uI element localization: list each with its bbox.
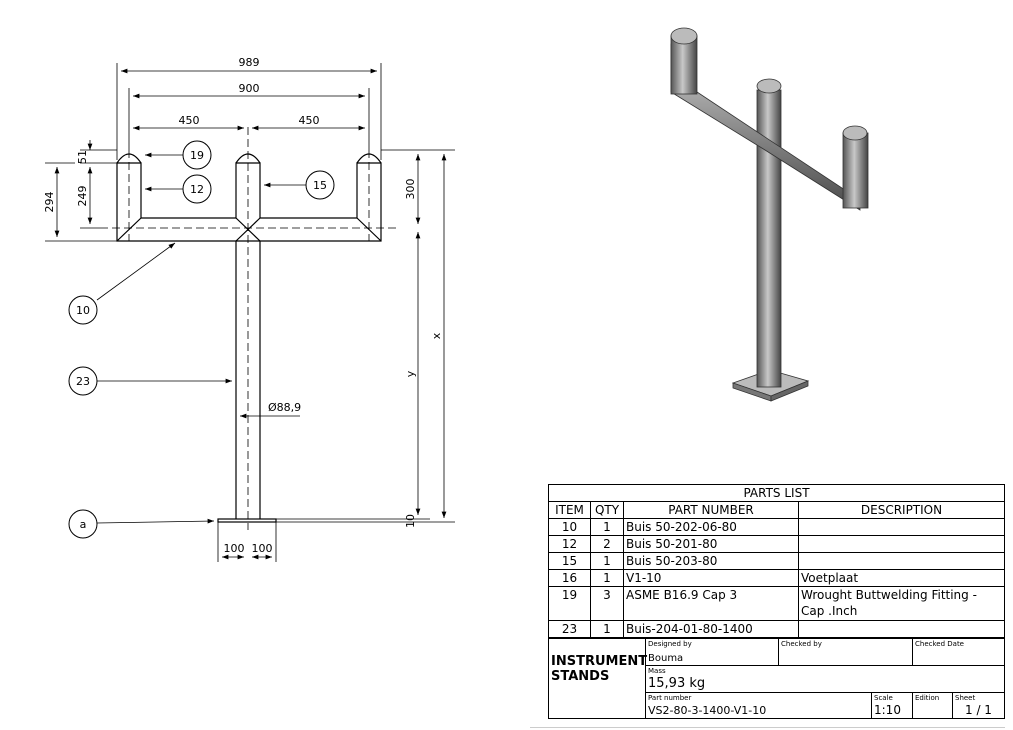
checked-by-label: Checked by (781, 640, 822, 648)
balloon-a: a (80, 518, 87, 531)
title-block: INSTRUMENT STANDS Designed by Bouma Check… (548, 638, 1005, 719)
dim-450-left: 450 (179, 114, 200, 127)
part-number: Buis-204-01-80-1400 (623, 620, 799, 638)
header-description: DESCRIPTION (798, 501, 1005, 519)
company-logo: INSTRUMENT STANDS (549, 639, 648, 720)
part-number: Buis 50-201-80 (623, 535, 799, 553)
qty: 1 (590, 552, 624, 570)
part-number-label: Part number (648, 694, 692, 702)
mass-label: Mass (648, 667, 666, 675)
divider (530, 727, 1005, 728)
dim-900: 900 (239, 82, 260, 95)
balloon-12: 12 (190, 183, 204, 196)
part-number: Buis 50-202-06-80 (623, 518, 799, 536)
structure-outline (116, 153, 382, 523)
qty: 1 (590, 518, 624, 536)
description (798, 518, 1005, 536)
dim-100-right: 100 (252, 542, 273, 555)
item: 19 (548, 586, 591, 621)
isometric-view (670, 27, 869, 402)
sheet-label: Sheet (955, 694, 976, 702)
dim-100-left: 100 (224, 542, 245, 555)
qty: 2 (590, 535, 624, 553)
balloon-19: 19 (190, 149, 204, 162)
dim-450-right: 450 (299, 114, 320, 127)
dim-294: 294 (43, 192, 56, 213)
checked-date-label: Checked Date (915, 640, 964, 648)
part-number: Buis 50-203-80 (623, 552, 799, 570)
scale-value: 1:10 (874, 703, 901, 717)
balloon-15: 15 (313, 179, 327, 192)
dim-989: 989 (239, 56, 260, 69)
sheet-value: 1 / 1 (965, 703, 992, 717)
item: 15 (548, 552, 591, 570)
part-number-value: VS2-80-3-1400-V1-10 (648, 704, 767, 717)
qty: 3 (590, 586, 624, 621)
dim-diameter: Ø88,9 (268, 401, 301, 414)
part-number: ASME B16.9 Cap 3 (623, 586, 799, 621)
designed-by-value: Bouma (648, 653, 684, 664)
description: Voetplaat (798, 569, 1005, 587)
item: 10 (548, 518, 591, 536)
header-part-number: PART NUMBER (623, 501, 799, 519)
qty: 1 (590, 569, 624, 587)
dim-10: 10 (404, 514, 417, 528)
parts-list-title: PARTS LIST (548, 484, 1005, 502)
dim-y: y (404, 370, 417, 377)
dim-300: 300 (404, 179, 417, 200)
logo-text: INSTRUMENT STANDS (551, 654, 648, 684)
description (798, 552, 1005, 570)
dim-x: x (430, 332, 443, 339)
part-number: V1-10 (623, 569, 799, 587)
scale-label: Scale (874, 694, 893, 702)
qty: 1 (590, 620, 624, 638)
item: 16 (548, 569, 591, 587)
designed-by-label: Designed by (648, 640, 692, 648)
balloon-23: 23 (76, 375, 90, 388)
description (798, 535, 1005, 553)
header-item: ITEM (548, 501, 591, 519)
item: 23 (548, 620, 591, 638)
dim-51: 51 (76, 150, 89, 164)
item: 12 (548, 535, 591, 553)
description (798, 620, 1005, 638)
dim-249: 249 (76, 186, 89, 207)
parts-list: PARTS LIST ITEM QTY PART NUMBER DESCRIPT… (548, 484, 1005, 638)
mass-value: 15,93 kg (648, 676, 706, 691)
header-qty: QTY (590, 501, 624, 519)
description: Wrought Buttwelding Fitting - Cap .Inch (798, 586, 1005, 621)
balloon-10: 10 (76, 304, 90, 317)
edition-label: Edition (915, 694, 940, 702)
